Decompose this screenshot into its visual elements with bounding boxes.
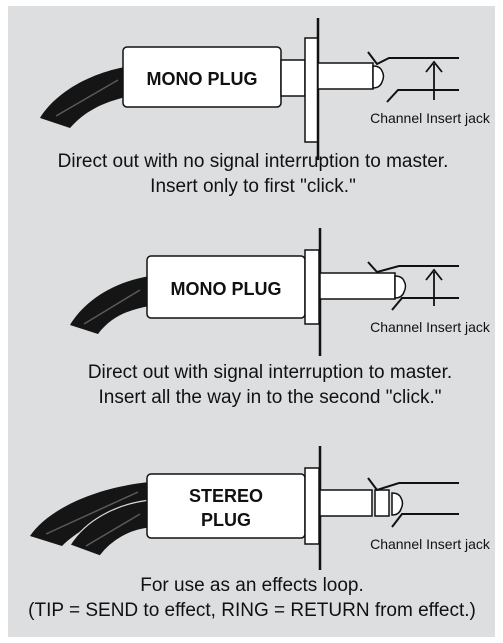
- plug-label: MONO PLUG: [171, 279, 282, 299]
- plug-collar: [304, 467, 320, 545]
- plug-shaft: [317, 62, 374, 90]
- cable: [70, 276, 150, 334]
- jack-spring-top: [367, 51, 459, 66]
- cable: [40, 66, 130, 128]
- plug-label: MONO PLUG: [147, 69, 258, 89]
- caption-line-1: Direct out with no signal interruption t…: [58, 151, 449, 172]
- cable-sheen: [45, 491, 139, 535]
- plug-tip: [394, 275, 407, 299]
- plug-sleeve: [319, 489, 373, 517]
- caption-line-2: Insert only to first "click.": [150, 176, 356, 197]
- plug-shaft: [319, 272, 396, 300]
- plug-collar: [304, 249, 320, 325]
- jack-spring-bottom: [391, 297, 459, 311]
- jack-spring-bottom: [391, 513, 459, 528]
- plug-ring: [374, 489, 390, 517]
- cable-sheen: [55, 79, 119, 117]
- panel-mono-second-click: MONO PLUG Channel Insert jack Direct out…: [70, 228, 491, 408]
- caption-line-1: For use as an effects loop.: [140, 575, 364, 596]
- caption-line-1: Direct out with signal interruption to m…: [88, 362, 452, 383]
- cable-sheen: [85, 513, 141, 547]
- panel-mono-first-click: MONO PLUG Channel Insert jack Direct out…: [40, 18, 491, 197]
- panel-stereo-effects-loop: STEREO PLUG Channel Insert jack For use …: [28, 446, 491, 621]
- mixer-panel-edge: [304, 37, 319, 143]
- plug-label-line-2: PLUG: [201, 510, 251, 530]
- plug-tip: [372, 65, 385, 89]
- contact-arrow-head: [425, 60, 443, 73]
- plug-tip: [391, 492, 404, 516]
- jack-spring-top: [367, 261, 459, 274]
- caption-line-2: Insert all the way in to the second "cli…: [99, 387, 442, 408]
- cable-sheen: [83, 289, 141, 325]
- jack-label: Channel Insert jack: [370, 319, 491, 335]
- jack-spring-top: [367, 477, 459, 492]
- jack-spring-bottom: [386, 89, 459, 103]
- plug-collar: [280, 59, 306, 97]
- jack-label: Channel Insert jack: [370, 110, 491, 126]
- caption-line-2: (TIP = SEND to effect, RING = RETURN fro…: [28, 600, 476, 621]
- jack-label: Channel Insert jack: [370, 536, 491, 552]
- contact-arrow-head: [425, 268, 443, 281]
- plug-label-line-1: STEREO: [189, 486, 263, 506]
